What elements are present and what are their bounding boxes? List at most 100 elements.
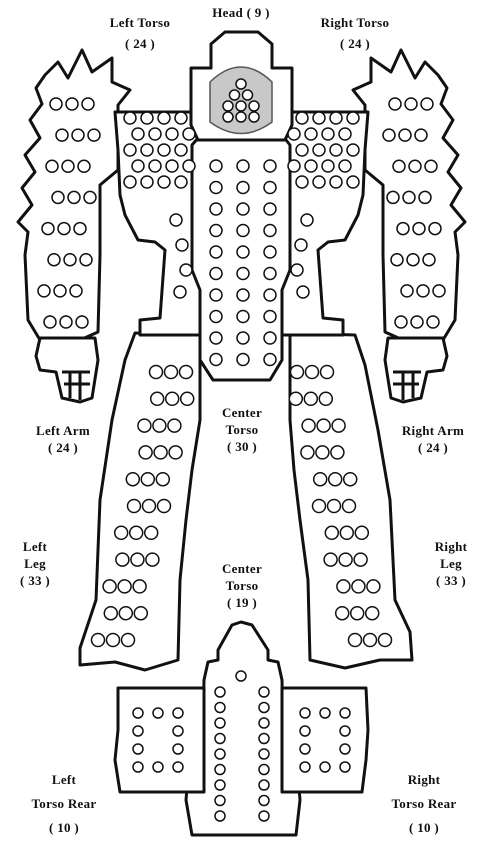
left-arm-pip[interactable] bbox=[50, 98, 62, 110]
head-pip[interactable] bbox=[236, 112, 246, 122]
left-leg-pip[interactable] bbox=[131, 553, 144, 566]
right-torso-pip[interactable] bbox=[301, 214, 313, 226]
left-leg-pip[interactable] bbox=[133, 580, 146, 593]
center-torso-pip[interactable] bbox=[264, 160, 276, 172]
left-arm-pip[interactable] bbox=[46, 160, 58, 172]
head-pip[interactable] bbox=[230, 90, 240, 100]
center-torso-pip[interactable] bbox=[210, 182, 222, 194]
right-arm-pip[interactable] bbox=[403, 191, 415, 203]
right-leg-pip[interactable] bbox=[324, 553, 337, 566]
right-torso-pip[interactable] bbox=[296, 144, 308, 156]
right-torso-pip[interactable] bbox=[339, 128, 351, 140]
right-torso-pip[interactable] bbox=[313, 176, 325, 188]
right-torso-pip[interactable] bbox=[305, 128, 317, 140]
right-leg-pip[interactable] bbox=[366, 607, 379, 620]
right-torso-pip[interactable] bbox=[313, 144, 325, 156]
left-torso-pip[interactable] bbox=[170, 214, 182, 226]
left-leg-pip[interactable] bbox=[146, 553, 159, 566]
left-torso-pip[interactable] bbox=[183, 128, 195, 140]
center-torso-rear-pip[interactable] bbox=[259, 780, 269, 790]
left-torso-pip[interactable] bbox=[175, 176, 187, 188]
head-pip[interactable] bbox=[236, 101, 246, 111]
right-leg-pip[interactable] bbox=[291, 366, 304, 379]
right-leg-pip[interactable] bbox=[337, 580, 350, 593]
right-leg-pip[interactable] bbox=[379, 634, 392, 647]
center-torso-pip[interactable] bbox=[237, 332, 249, 344]
left-arm-pip[interactable] bbox=[82, 98, 94, 110]
right-arm-pip[interactable] bbox=[413, 223, 425, 235]
right-torso-pip[interactable] bbox=[322, 160, 334, 172]
left-leg-pip[interactable] bbox=[166, 392, 179, 405]
right-arm-pip[interactable] bbox=[393, 160, 405, 172]
right-torso-rear-pip[interactable] bbox=[300, 708, 310, 718]
left-arm-pip[interactable] bbox=[72, 129, 84, 141]
left-torso-pip[interactable] bbox=[183, 160, 195, 172]
left-leg-pip[interactable] bbox=[116, 553, 129, 566]
right-leg-pip[interactable] bbox=[321, 366, 334, 379]
right-arm-pip[interactable] bbox=[399, 129, 411, 141]
right-leg-pip[interactable] bbox=[304, 392, 317, 405]
left-leg-pip[interactable] bbox=[107, 634, 120, 647]
right-leg-pip[interactable] bbox=[302, 419, 315, 432]
center-torso-pip[interactable] bbox=[210, 311, 222, 323]
left-torso-pip[interactable] bbox=[149, 160, 161, 172]
right-arm-pip[interactable] bbox=[427, 316, 439, 328]
right-arm-pip[interactable] bbox=[423, 254, 435, 266]
right-torso-rear-pip[interactable] bbox=[300, 744, 310, 754]
left-torso-pip[interactable] bbox=[141, 112, 153, 124]
left-torso-pip[interactable] bbox=[124, 112, 136, 124]
left-torso-rear-pip[interactable] bbox=[173, 762, 183, 772]
left-leg-pip[interactable] bbox=[156, 473, 169, 486]
left-arm-pip[interactable] bbox=[42, 223, 54, 235]
head-pip[interactable] bbox=[243, 90, 253, 100]
right-leg-pip[interactable] bbox=[313, 500, 326, 513]
left-torso-rear-pip[interactable] bbox=[153, 708, 163, 718]
left-leg-pip[interactable] bbox=[181, 392, 194, 405]
left-torso-rear-pip[interactable] bbox=[153, 762, 163, 772]
right-arm-pip[interactable] bbox=[421, 98, 433, 110]
left-torso-rear-pip[interactable] bbox=[173, 726, 183, 736]
right-leg-pip[interactable] bbox=[316, 446, 329, 459]
center-torso-pip[interactable] bbox=[264, 246, 276, 258]
right-torso-pip[interactable] bbox=[347, 144, 359, 156]
left-arm-pip[interactable] bbox=[56, 129, 68, 141]
right-arm-pip[interactable] bbox=[405, 98, 417, 110]
center-torso-rear-pip[interactable] bbox=[215, 765, 225, 775]
right-arm-pip[interactable] bbox=[417, 285, 429, 297]
right-torso-rear-pip[interactable] bbox=[300, 726, 310, 736]
right-leg-pip[interactable] bbox=[306, 366, 319, 379]
center-torso-rear-pip[interactable] bbox=[259, 765, 269, 775]
center-torso-pip[interactable] bbox=[264, 354, 276, 366]
right-arm-pip[interactable] bbox=[387, 191, 399, 203]
right-torso-pip[interactable] bbox=[295, 239, 307, 251]
center-torso-pip[interactable] bbox=[264, 311, 276, 323]
center-torso-rear-pip[interactable] bbox=[215, 796, 225, 806]
left-leg-pip[interactable] bbox=[118, 580, 131, 593]
right-leg-pip[interactable] bbox=[314, 473, 327, 486]
right-leg-pip[interactable] bbox=[289, 392, 302, 405]
left-torso-pip[interactable] bbox=[124, 144, 136, 156]
left-leg-pip[interactable] bbox=[154, 446, 167, 459]
right-leg-pip[interactable] bbox=[367, 580, 380, 593]
left-arm-pip[interactable] bbox=[88, 129, 100, 141]
center-torso-rear-pip[interactable] bbox=[215, 718, 225, 728]
center-torso-pip[interactable] bbox=[264, 203, 276, 215]
right-torso-pip[interactable] bbox=[347, 176, 359, 188]
left-arm-pip[interactable] bbox=[44, 316, 56, 328]
left-torso-pip[interactable] bbox=[166, 160, 178, 172]
right-torso-rear-pip[interactable] bbox=[340, 726, 350, 736]
left-leg-pip[interactable] bbox=[92, 634, 105, 647]
center-torso-pip[interactable] bbox=[264, 225, 276, 237]
left-torso-rear-pip[interactable] bbox=[133, 762, 143, 772]
left-torso-pip[interactable] bbox=[158, 144, 170, 156]
right-torso-rear-pip[interactable] bbox=[320, 762, 330, 772]
head-pip[interactable] bbox=[236, 79, 246, 89]
left-torso-pip[interactable] bbox=[175, 112, 187, 124]
center-torso-rear-pip[interactable] bbox=[259, 718, 269, 728]
center-torso-rear-pip[interactable] bbox=[259, 687, 269, 697]
right-leg-pip[interactable] bbox=[301, 446, 314, 459]
left-arm-pip[interactable] bbox=[84, 191, 96, 203]
right-torso-pip[interactable] bbox=[296, 176, 308, 188]
center-torso-rear-pip[interactable] bbox=[215, 687, 225, 697]
center-torso-rear-pip[interactable] bbox=[215, 780, 225, 790]
